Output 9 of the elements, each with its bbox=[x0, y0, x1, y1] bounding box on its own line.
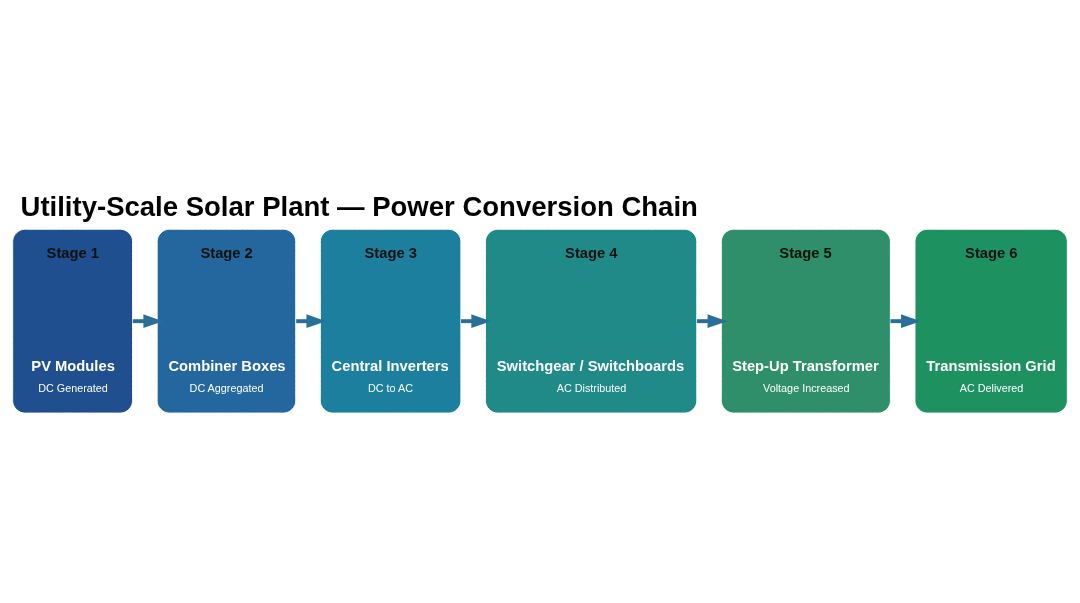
diagram-title: Utility-Scale Solar Plant — Power Conversion Chain bbox=[20, 190, 698, 222]
node-box: Stage 4 Switchgear / Switchboards AC Distributed bbox=[484, 228, 698, 414]
node-box: Stage 5 Step-Up Transformer Voltage Increased bbox=[720, 228, 891, 414]
node-box: Stage 6 Transmission Grid AC Delivered bbox=[914, 228, 1068, 414]
arrow bbox=[890, 313, 921, 328]
node-box: Stage 2 Combiner Boxes DC Aggregated bbox=[156, 228, 297, 414]
node-box: Stage 1 PV Modules DC Generated bbox=[12, 228, 134, 414]
node-box: Stage 3 Central Inverters DC to AC bbox=[319, 228, 462, 414]
arrow bbox=[696, 313, 728, 328]
